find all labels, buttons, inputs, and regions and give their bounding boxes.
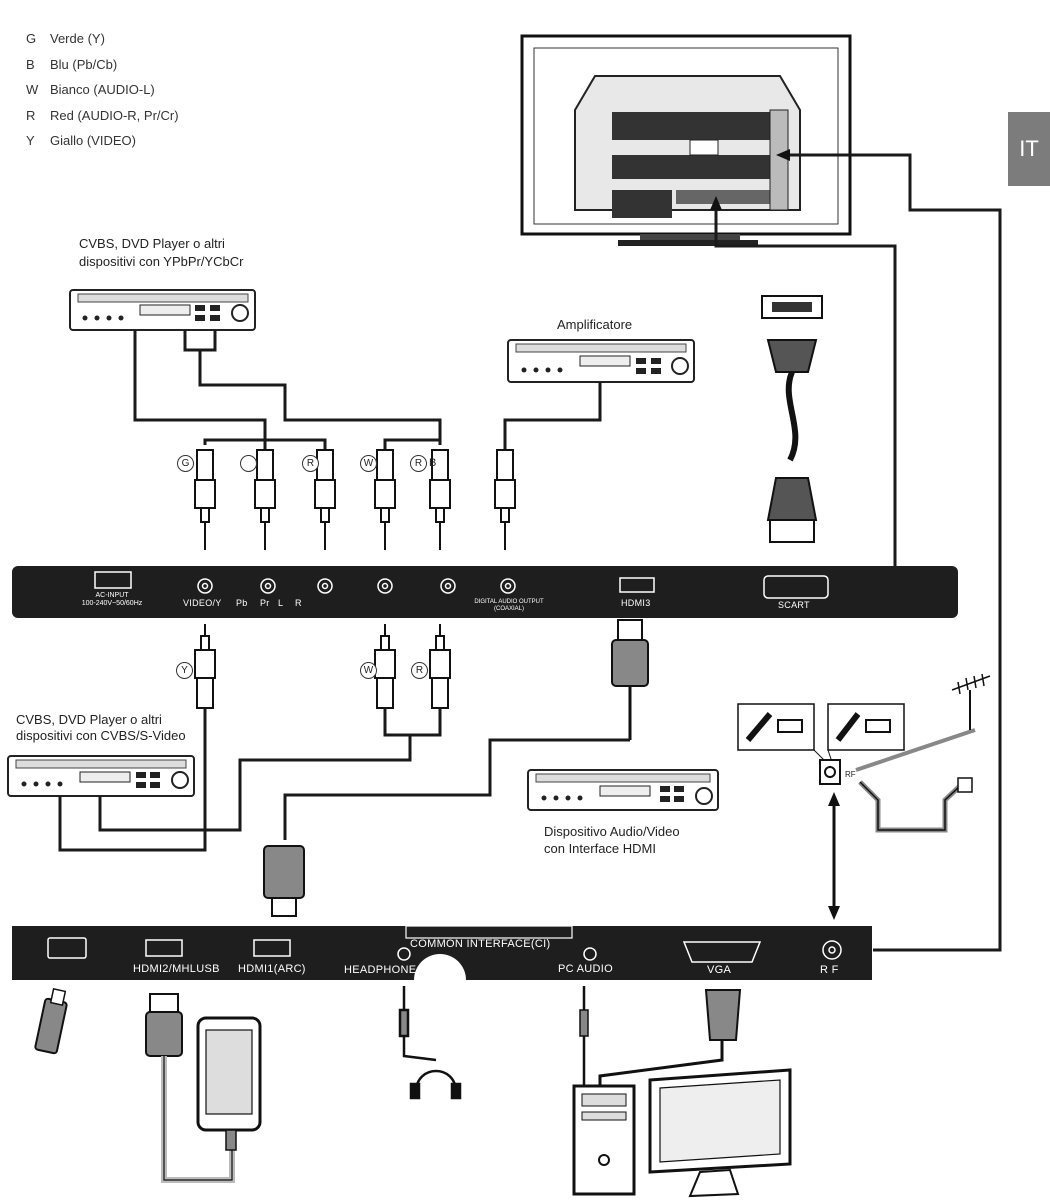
headphone-label: HEADPHONE bbox=[344, 964, 417, 976]
scart-label: SCART bbox=[778, 600, 810, 610]
dvd-ypbpr-label-line1: CVBS, DVD Player o altri bbox=[79, 236, 225, 251]
antenna-area bbox=[737, 673, 991, 920]
dvd-cvbs-label-line2: dispositivi con CVBS/S-Video bbox=[16, 728, 186, 743]
amplifier-icon bbox=[507, 339, 695, 383]
vga-label: VGA bbox=[707, 964, 732, 976]
hdmi3-label: HDMI3 bbox=[621, 598, 651, 608]
plug-marker-r-second: R bbox=[410, 455, 427, 472]
headphone-icon bbox=[398, 986, 462, 1100]
lower-cables bbox=[58, 708, 630, 852]
rca-plugs-top bbox=[194, 449, 516, 550]
tv-rear-icon bbox=[520, 34, 852, 246]
ci-slot bbox=[405, 925, 573, 939]
rf-label: R F bbox=[820, 964, 839, 976]
top-panel-jacks bbox=[197, 578, 516, 594]
dvd-player-cvbs-icon bbox=[7, 755, 195, 797]
pb-label: Pb bbox=[236, 598, 248, 608]
dvd-cvbs-label-line1: CVBS, DVD Player o altri bbox=[16, 712, 162, 727]
rf-tag: RF bbox=[845, 770, 856, 779]
hdmi3-port bbox=[619, 577, 655, 593]
dvd-player-ypbpr-icon bbox=[69, 289, 256, 331]
plug-marker-w: W bbox=[360, 455, 377, 472]
usb-stick-icon bbox=[34, 988, 68, 1055]
phone-mhl-icon bbox=[145, 993, 262, 1183]
top-connection-panel bbox=[12, 566, 958, 618]
hdmi1-arc-label: HDMI1(ARC) bbox=[238, 963, 306, 975]
language-tab: IT bbox=[1008, 112, 1050, 186]
plug-marker-w-bottom: W bbox=[360, 662, 377, 679]
video-y-label: VIDEO/Y bbox=[183, 598, 222, 608]
hdmi-device-label-line1: Dispositivo Audio/Video bbox=[544, 824, 680, 839]
plug-marker-blank bbox=[240, 455, 257, 472]
amplifier-label: Amplificatore bbox=[557, 317, 633, 332]
l-label: L bbox=[278, 598, 284, 608]
hdmi-device-label-line2: con Interface HDMI bbox=[544, 841, 656, 856]
ac-input-port bbox=[94, 571, 132, 589]
digital-audio-output-label: DIGITAL AUDIO OUTPUT(COAXIAL) bbox=[474, 599, 544, 612]
plug-marker-y: Y bbox=[176, 662, 193, 679]
plug-marker-r: R bbox=[302, 455, 319, 472]
hdmi-plug-lower bbox=[263, 845, 305, 917]
bottom-panel-ports bbox=[47, 937, 842, 963]
component-cables bbox=[133, 330, 602, 450]
plug-marker-r-bottom: R bbox=[411, 662, 428, 679]
tv-link-cables bbox=[714, 153, 1002, 952]
hdmi-plug-top bbox=[611, 619, 649, 740]
pr-label: Pr bbox=[260, 598, 270, 608]
common-interface-label: COMMON INTERFACE(CI) bbox=[410, 938, 551, 950]
hdmi-av-device-icon bbox=[527, 769, 719, 811]
rca-plugs-bottom bbox=[194, 624, 451, 709]
plug-marker-b: B bbox=[429, 457, 437, 469]
scart-port bbox=[763, 575, 829, 599]
hdmi2-mhlusb-label: HDMI2/MHLUSB bbox=[133, 963, 220, 975]
r-label: R bbox=[295, 598, 302, 608]
pc-setup-icon bbox=[572, 986, 792, 1198]
scart-cable-icon bbox=[761, 295, 823, 543]
pc-audio-label: PC AUDIO bbox=[558, 963, 613, 975]
plug-marker-g: G bbox=[177, 455, 194, 472]
bottom-connection-panel bbox=[12, 926, 872, 980]
dvd-ypbpr-label-line2: dispositivi con YPbPr/YCbCr bbox=[79, 254, 244, 269]
